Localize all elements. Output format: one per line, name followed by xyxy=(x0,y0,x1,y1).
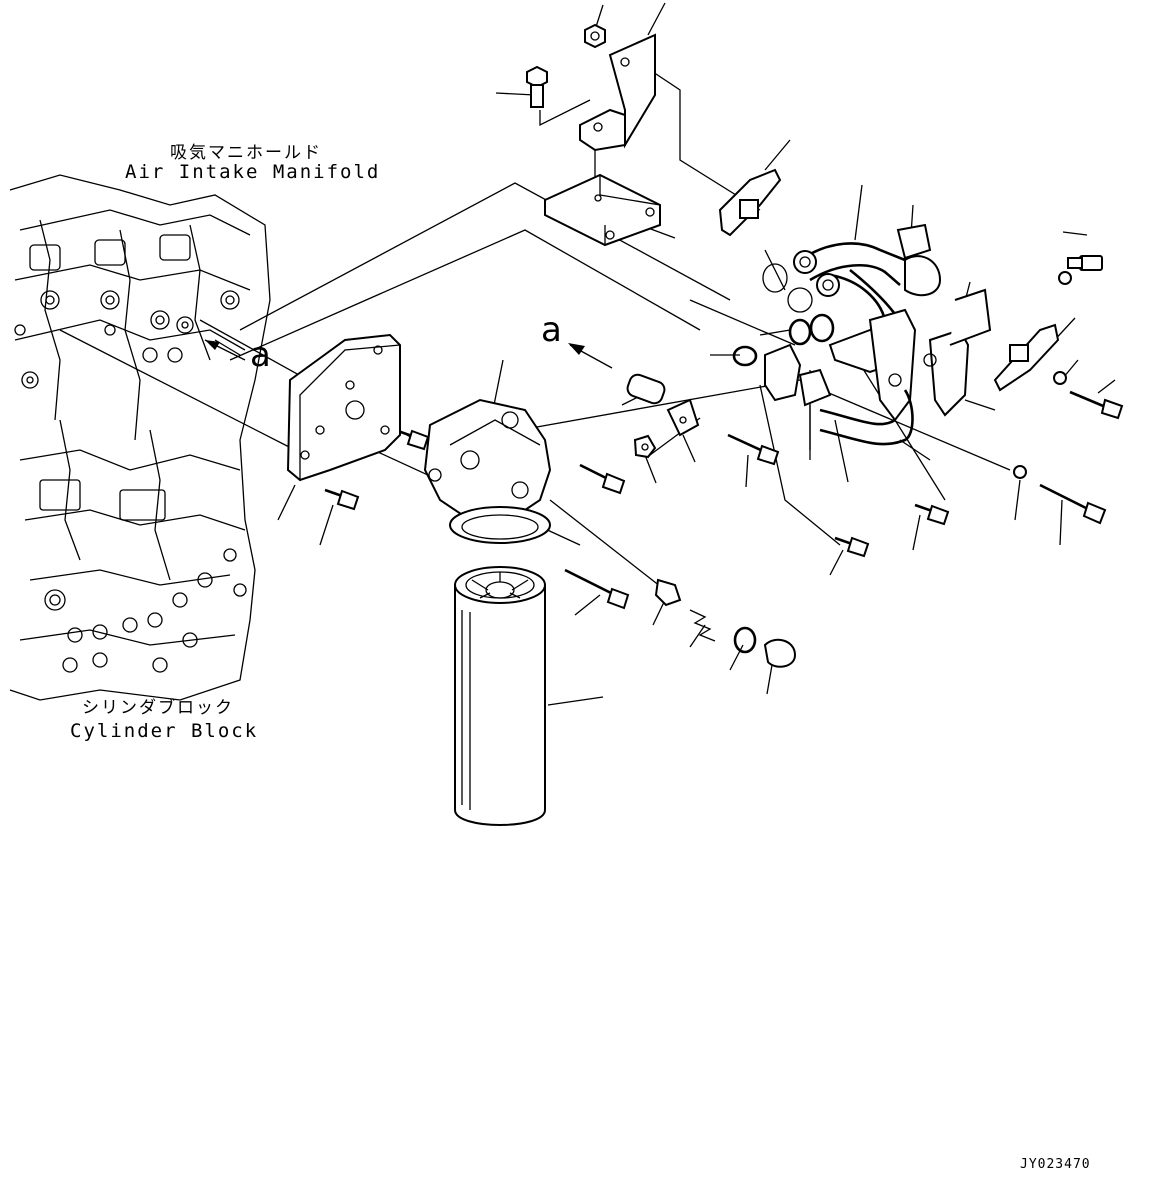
view-arrows xyxy=(204,339,613,369)
clip-bracket-upper xyxy=(718,168,782,237)
cylinder-block-label-jp: シリンダブロック xyxy=(82,698,234,718)
drawing-id: JY023470 xyxy=(1020,1157,1091,1172)
cylinder-block-label-en: Cylinder Block xyxy=(70,720,259,742)
pipe-assembly xyxy=(764,223,992,446)
bolts xyxy=(324,255,1124,668)
clip-bracket-right xyxy=(993,323,1060,392)
filter-head-assembly xyxy=(286,333,552,544)
filter-cartridge xyxy=(454,566,546,826)
seal-rings xyxy=(732,263,1072,654)
view-a-marker-left: a xyxy=(250,335,271,375)
callout-leaders xyxy=(277,2,1116,706)
engine-block-drawing xyxy=(9,174,271,701)
intake-manifold-label-en: Air Intake Manifold xyxy=(125,161,381,183)
view-a-marker-right: a xyxy=(541,310,562,350)
upper-bracket-parts xyxy=(526,23,661,247)
intake-manifold-label-jp: 吸気マニホールド xyxy=(170,143,322,163)
